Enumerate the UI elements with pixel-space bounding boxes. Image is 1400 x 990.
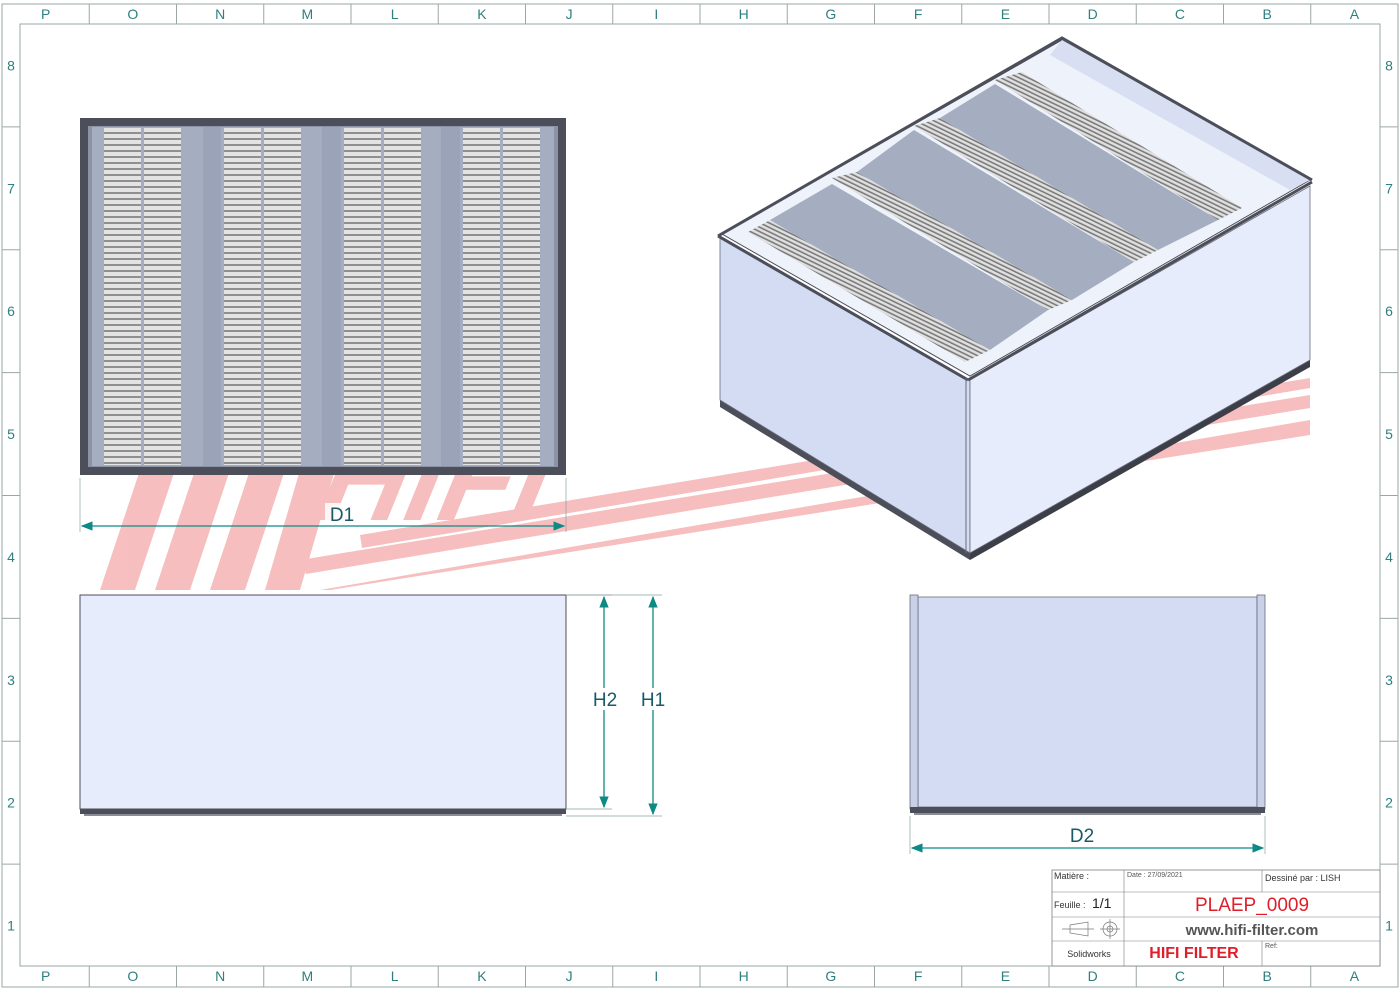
zone-column-label: E [1001, 968, 1010, 984]
zone-row-label: 8 [7, 57, 15, 73]
zone-row-label: 1 [7, 918, 15, 934]
zone-row-label: 6 [7, 303, 15, 319]
h2-label: H2 [593, 690, 617, 711]
dimension-d1: D1 [79, 478, 567, 532]
pleat-pack-1 [104, 128, 181, 465]
zone-column-label: B [1262, 968, 1271, 984]
zone-row-label: 2 [1385, 795, 1393, 811]
zone-row-label: 3 [1385, 672, 1393, 688]
ref-label: Ref: [1265, 943, 1278, 950]
matiere-label: Matière : [1054, 871, 1089, 881]
zone-column-label: G [825, 6, 836, 22]
h1-label: H1 [641, 690, 665, 711]
zone-column-label: N [215, 6, 225, 22]
zone-column-label: H [739, 968, 749, 984]
dimension-h2: H2 [566, 594, 622, 810]
pleat-pack-3 [344, 128, 421, 465]
zone-column-label: K [477, 6, 487, 22]
date-label: Date : 27/09/2021 [1127, 872, 1183, 879]
pleat-pack-4 [463, 128, 540, 465]
drawing-frame: P O N M L K J I H G F E D C B A P O N M L K J I H G F E D C B A 8 7 6 5 4 3… [1, 3, 1399, 988]
brand-label: HIFI FILTER [1149, 945, 1239, 962]
projection-symbol-icon [1062, 919, 1120, 939]
zone-column-label: J [566, 968, 573, 984]
zone-row-label: 8 [1385, 57, 1393, 73]
zone-column-label: E [1001, 6, 1010, 22]
zone-row-label: 7 [7, 180, 15, 196]
zone-column-label: F [914, 968, 923, 984]
zone-column-label: A [1350, 968, 1360, 984]
zone-row-label: 4 [1385, 549, 1393, 565]
zone-column-label: F [914, 6, 923, 22]
feuille-label: Feuille : [1054, 900, 1086, 910]
isometric-view [717, 36, 1313, 560]
title-block: Matière : Date : 27/09/2021 Dessiné par … [1051, 869, 1381, 967]
software-label: Solidworks [1067, 949, 1111, 959]
zone-row-label: 4 [7, 549, 15, 565]
zone-row-label: 5 [7, 426, 15, 442]
end-view [909, 594, 1266, 815]
front-view [80, 118, 566, 475]
dimension-h1: H1 [566, 594, 670, 817]
zone-column-label: C [1175, 968, 1185, 984]
zone-column-label: D [1088, 6, 1098, 22]
zone-column-label: N [215, 968, 225, 984]
zone-column-label: O [127, 6, 138, 22]
zone-column-label: P [41, 6, 50, 22]
zone-column-label: L [391, 968, 399, 984]
zone-column-label: M [302, 6, 314, 22]
zone-column-label: J [566, 6, 573, 22]
zone-column-label: P [41, 968, 50, 984]
zone-row-label: 5 [1385, 426, 1393, 442]
zone-column-label: K [477, 968, 487, 984]
zone-column-label: B [1262, 6, 1271, 22]
zone-row-label: 3 [7, 672, 15, 688]
zone-row-label: 6 [1385, 303, 1393, 319]
zone-column-label: I [654, 968, 658, 984]
feuille-value: 1/1 [1092, 895, 1112, 911]
part-number: PLAEP_0009 [1195, 895, 1309, 916]
dessine-par-label: Dessiné par : LISH [1265, 873, 1341, 883]
zone-column-label: I [654, 6, 658, 22]
zone-column-label: D [1088, 968, 1098, 984]
zone-row-label: 2 [7, 795, 15, 811]
zone-column-label: C [1175, 6, 1185, 22]
website-text: www.hifi-filter.com [1185, 922, 1319, 939]
dimension-d2: D2 [909, 816, 1266, 854]
zone-column-label: G [825, 968, 836, 984]
zone-column-label: A [1350, 6, 1360, 22]
d2-label: D2 [1070, 826, 1094, 847]
zone-column-label: M [302, 968, 314, 984]
zone-column-label: O [127, 968, 138, 984]
d1-label: D1 [330, 505, 354, 526]
zone-column-label: H [739, 6, 749, 22]
zone-row-label: 1 [1385, 918, 1393, 934]
zone-row-label: 7 [1385, 180, 1393, 196]
zone-column-label: L [391, 6, 399, 22]
pleat-pack-2 [224, 128, 301, 465]
side-view [79, 594, 567, 816]
